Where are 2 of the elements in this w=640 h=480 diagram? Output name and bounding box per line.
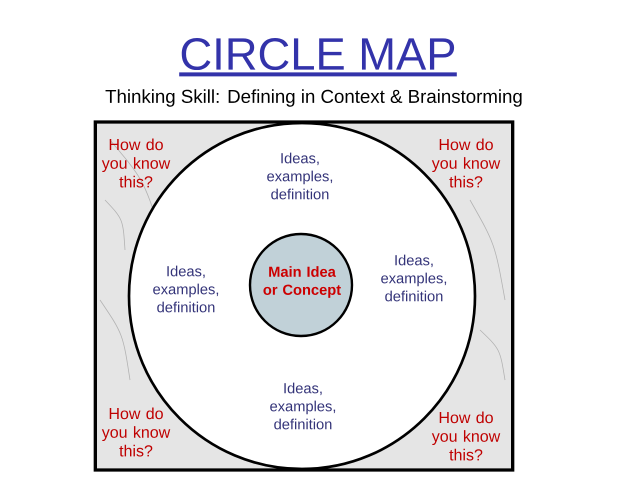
subtitle: Thinking Skill: Defining in Context & Brainstorming: [106, 89, 522, 107]
title: CIRCLE MAP: [179, 38, 457, 76]
